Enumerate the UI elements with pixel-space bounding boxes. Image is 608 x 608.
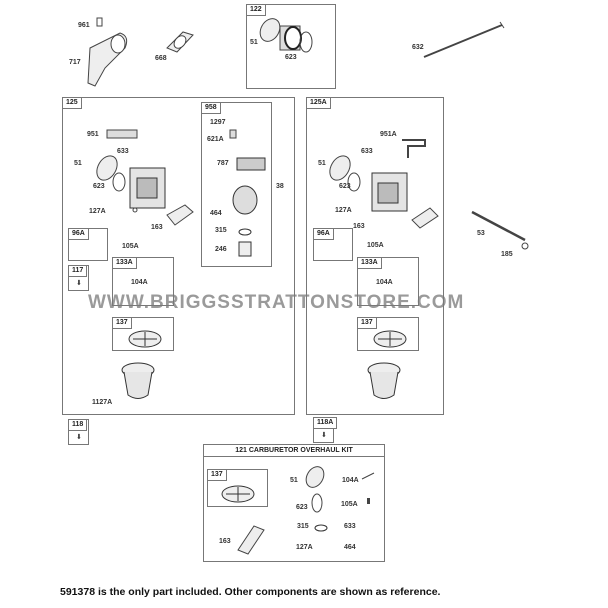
group-tag: 133A <box>112 257 137 269</box>
part-label[interactable]: 127A <box>335 207 352 214</box>
group-tag: 118 <box>68 419 88 431</box>
group-tag: 122 <box>246 4 266 16</box>
group-tag: 118A <box>313 417 338 429</box>
part-label[interactable]: 51 <box>318 160 326 167</box>
group-137: 137 <box>207 469 268 507</box>
group-tag: 958 <box>201 102 221 114</box>
diaphragm-icon <box>373 330 407 348</box>
group-tag: 96A <box>68 228 89 240</box>
group-125: 125 <box>62 97 295 415</box>
part-label[interactable]: 621A <box>207 136 224 143</box>
group-958: 958 <box>201 102 272 267</box>
group-117: 117 ⬇ <box>68 265 89 291</box>
part-label[interactable]: 668 <box>155 55 167 62</box>
part-label[interactable]: 315 <box>215 227 227 234</box>
part-label[interactable]: 38 <box>276 183 284 190</box>
part-label[interactable]: 51 <box>290 477 298 484</box>
group-96a: 96A <box>68 228 108 261</box>
governor-link-icon <box>423 21 505 58</box>
part-label[interactable]: 127A <box>296 544 313 551</box>
kit-title: 121 CARBURETOR OVERHAUL KIT <box>204 445 384 457</box>
gasket-icon <box>166 31 194 53</box>
arrow-icon: ⬇ <box>321 432 327 439</box>
group-tag: 137 <box>357 317 377 329</box>
part-label[interactable]: 51 <box>74 160 82 167</box>
part-label[interactable]: 623 <box>339 183 351 190</box>
part-label[interactable]: 105A <box>122 243 139 250</box>
part-label[interactable]: 1297 <box>210 119 226 126</box>
part-label[interactable]: 1127A <box>92 399 113 406</box>
carburetor-icon <box>96 129 266 257</box>
kit-gaskets-icon <box>305 466 375 513</box>
footer-note: 591378 is the only part included. Other … <box>60 586 441 598</box>
part-label[interactable]: 104A <box>376 279 393 286</box>
group-122: 122 <box>246 4 336 89</box>
part-label[interactable]: 951 <box>87 131 99 138</box>
part-label[interactable]: 104A <box>131 279 148 286</box>
float-bowl-icon <box>367 362 401 399</box>
part-label[interactable]: 623 <box>93 183 105 190</box>
stud-icon <box>471 210 529 250</box>
intake-adapter-icon <box>259 18 313 53</box>
part-label[interactable]: 464 <box>344 544 356 551</box>
watermark: WWW.BRIGGSSTRATTONSTORE.COM <box>88 292 465 313</box>
part-label[interactable]: 246 <box>215 246 227 253</box>
group-tag: 117 <box>68 265 88 277</box>
group-tag: 137 <box>112 317 132 329</box>
group-137: 137 <box>357 317 419 351</box>
part-label[interactable]: 623 <box>285 54 297 61</box>
part-label[interactable]: 163 <box>151 224 163 231</box>
part-label[interactable]: 53 <box>477 230 485 237</box>
part-label[interactable]: 315 <box>297 523 309 530</box>
group-tag: 133A <box>357 257 382 269</box>
group-tag: 125 <box>62 97 82 109</box>
part-label[interactable]: 104A <box>342 477 359 484</box>
part-label[interactable]: 163 <box>219 538 231 545</box>
group-96a: 96A <box>313 228 353 261</box>
group-137: 137 <box>112 317 174 351</box>
part-label[interactable]: 105A <box>341 501 358 508</box>
part-label[interactable]: 105A <box>367 242 384 249</box>
group-tag: 137 <box>207 469 227 481</box>
group-tag: 96A <box>313 228 334 240</box>
part-label[interactable]: 633 <box>117 148 129 155</box>
group-133a: 133A <box>357 257 419 306</box>
diaphragm-icon <box>128 330 162 348</box>
part-label[interactable]: 717 <box>69 59 81 66</box>
arrow-icon: ⬇ <box>76 434 82 441</box>
part-label[interactable]: 633 <box>361 148 373 155</box>
bracket-part-icon <box>87 17 128 87</box>
part-label[interactable]: 961 <box>78 22 90 29</box>
part-label[interactable]: 633 <box>344 523 356 530</box>
part-label[interactable]: 787 <box>217 160 229 167</box>
float-bowl-icon <box>121 362 155 399</box>
part-label[interactable]: 464 <box>210 210 222 217</box>
group-121-overhaul-kit: 121 CARBURETOR OVERHAUL KIT <box>203 444 385 562</box>
group-118: 118 ⬇ <box>68 419 89 445</box>
part-label[interactable]: 127A <box>89 208 106 215</box>
group-118a: 118A ⬇ <box>313 417 338 443</box>
part-label[interactable]: 632 <box>412 44 424 51</box>
diaphragm-icon <box>221 485 255 503</box>
part-label[interactable]: 623 <box>296 504 308 511</box>
part-label[interactable]: 185 <box>501 251 513 258</box>
arrow-icon: ⬇ <box>76 280 82 287</box>
group-125a: 125A <box>306 97 444 415</box>
group-133a: 133A <box>112 257 174 306</box>
carburetor-icon <box>329 139 439 229</box>
part-label[interactable]: 951A <box>380 131 397 138</box>
part-label[interactable]: 163 <box>353 223 365 230</box>
kit-parts-icon <box>237 524 328 555</box>
group-tag: 125A <box>306 97 331 109</box>
part-label[interactable]: 51 <box>250 39 258 46</box>
